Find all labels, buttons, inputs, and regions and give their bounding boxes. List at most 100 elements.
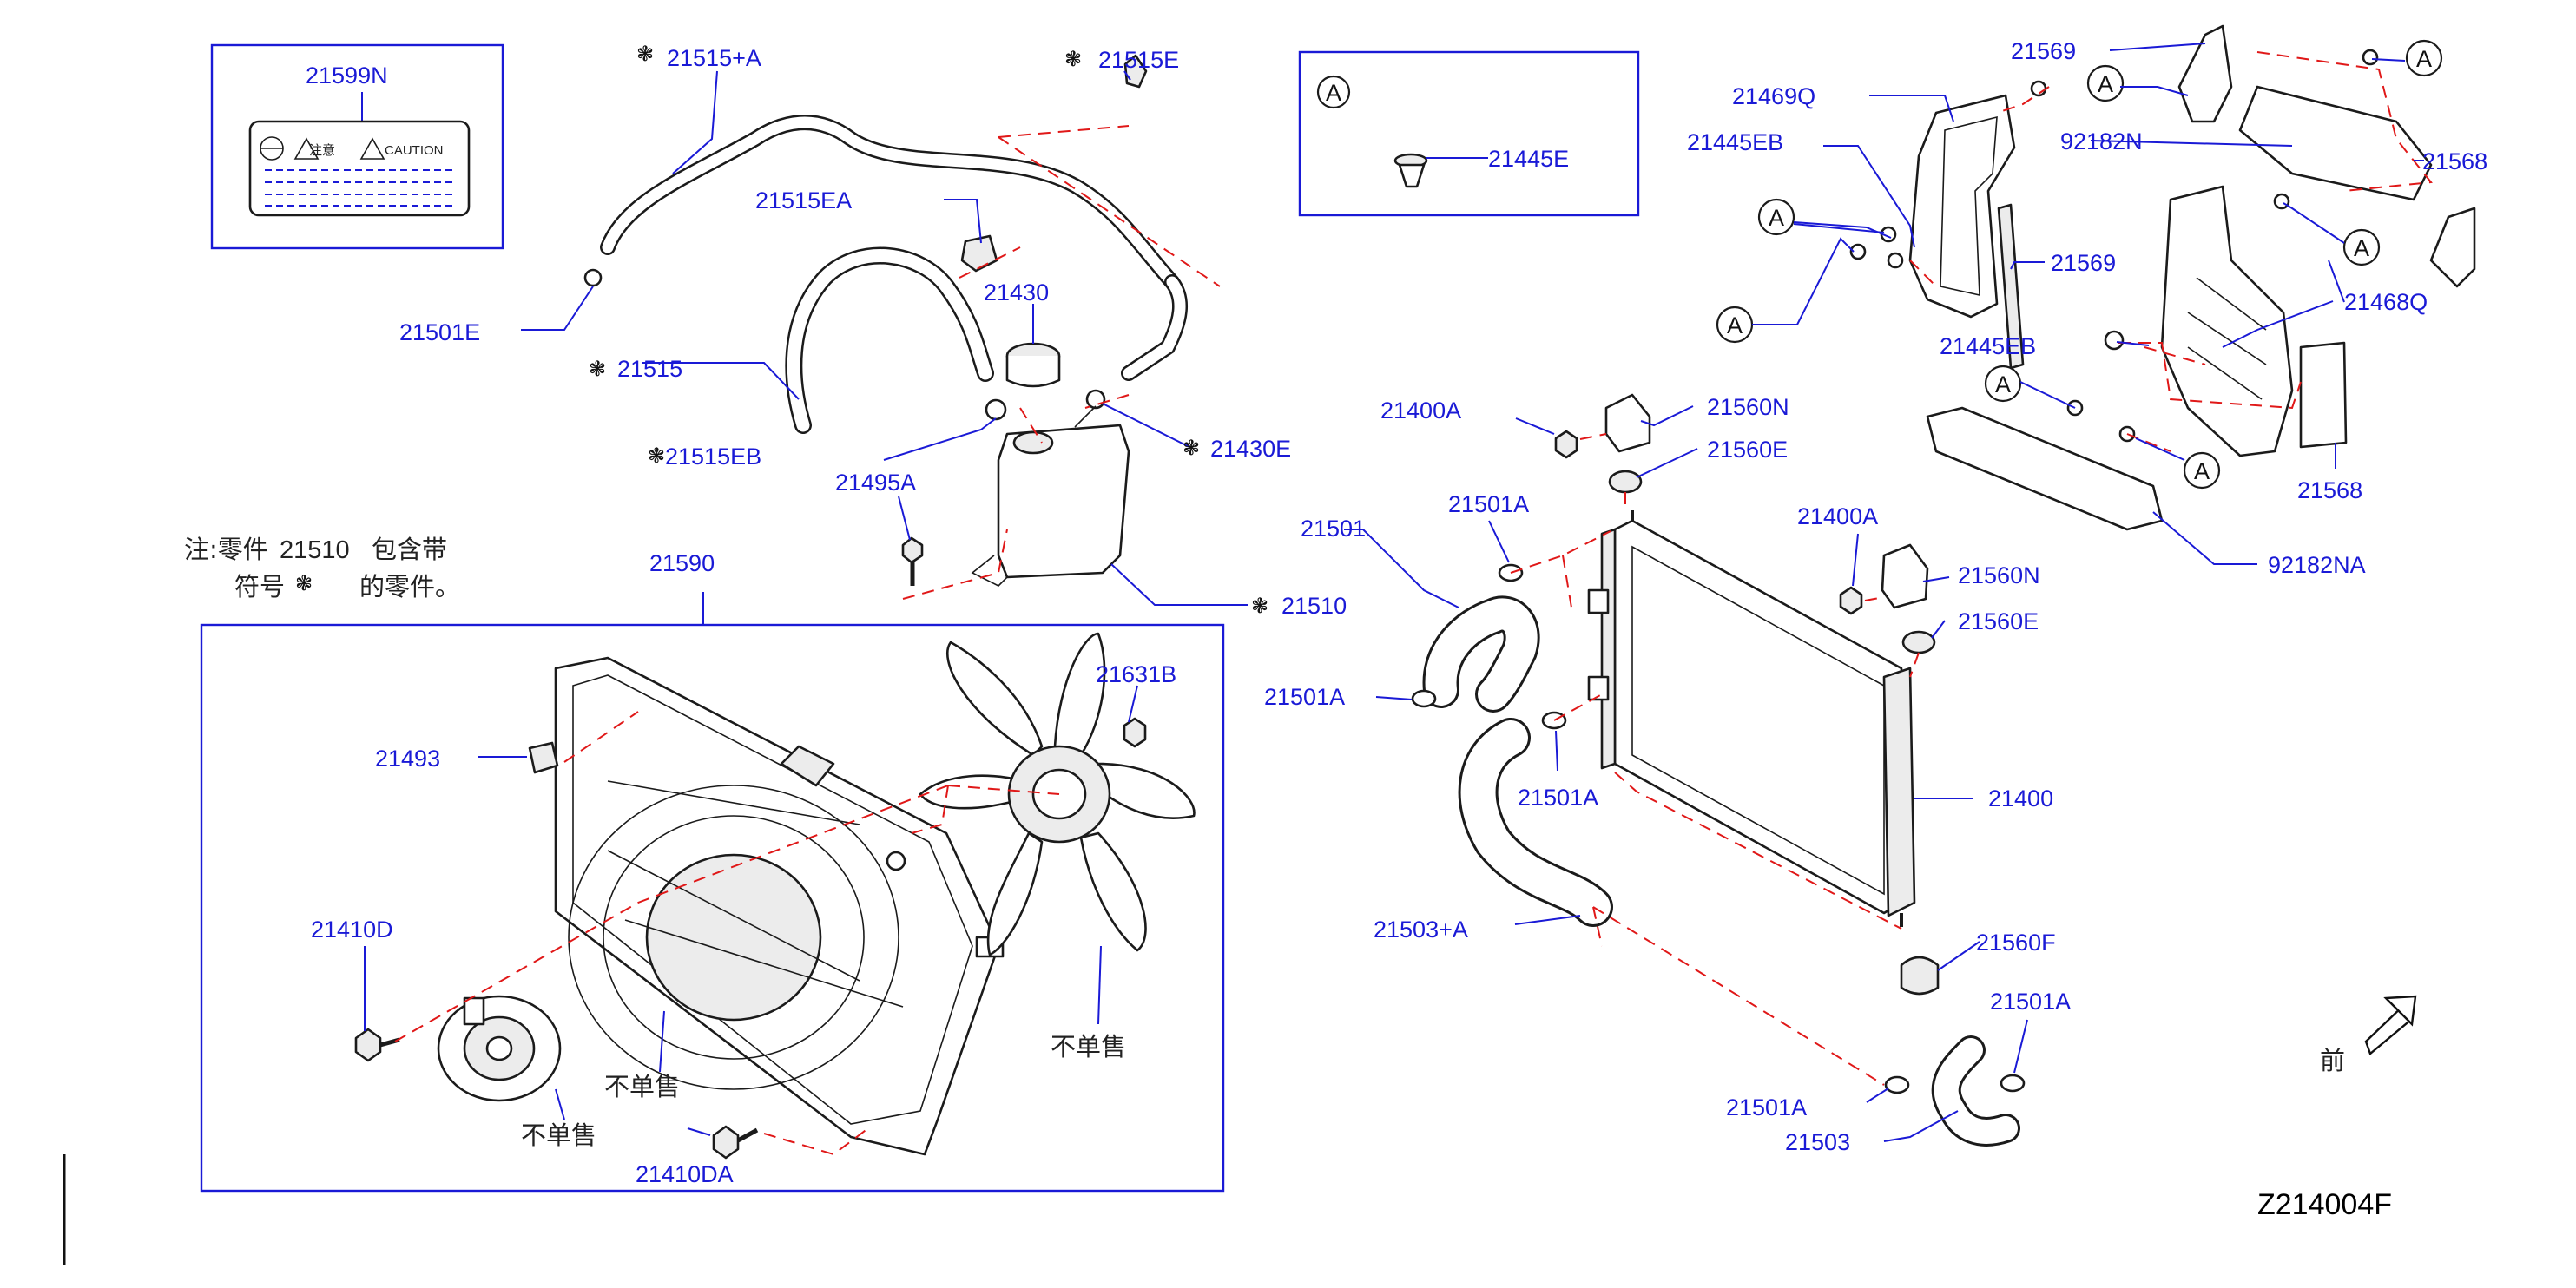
bolt-21400A-2[interactable]: [1839, 586, 1863, 615]
clip-a-2[interactable]: [2362, 49, 2379, 66]
label-21560E-1[interactable]: 21560E: [1707, 437, 1788, 463]
air-guide-21469Q[interactable]: [1908, 94, 2016, 319]
label-21560E-2[interactable]: 21560E: [1958, 608, 2039, 634]
label-21410D[interactable]: 21410D: [311, 917, 393, 943]
bolt-21410D[interactable]: [354, 1028, 382, 1062]
clip-detail-frame: [1298, 50, 1640, 217]
clip-21515EA[interactable]: [960, 234, 998, 273]
label-21560N-2[interactable]: 21560N: [1958, 562, 2040, 588]
label-21515EB[interactable]: 21515EB: [665, 444, 761, 470]
label-21445EB-1[interactable]: 21445EB: [1687, 129, 1783, 155]
clamp-21501E[interactable]: [583, 268, 603, 287]
asterisk-gear-icon: ❃ ❃ ❃ ❃ ❃ ❃ ❃: [295, 42, 1268, 618]
nut-21631B[interactable]: [1123, 717, 1147, 748]
bracket-21560N-1[interactable]: [1604, 393, 1651, 453]
label-21400[interactable]: 21400: [1988, 785, 2053, 812]
label-21599N[interactable]: 21599N: [306, 62, 388, 89]
front-label: 前: [2320, 1046, 2345, 1075]
fan-assembly-frame: [200, 623, 1225, 1193]
label-21515EA[interactable]: 21515EA: [755, 187, 852, 214]
label-21400A-1[interactable]: 21400A: [1380, 398, 1461, 424]
not-sold-label-fan: 不单售: [1051, 1032, 1126, 1061]
guide-92182N[interactable]: [2238, 85, 2433, 201]
warning-triangle-icon-2: [359, 137, 385, 160]
radiator-21400[interactable]: [1587, 510, 1916, 927]
air-guide-21468Q[interactable]: [2160, 185, 2294, 457]
label-21410DA[interactable]: 21410DA: [636, 1161, 734, 1187]
bolt-21400A-1[interactable]: [1554, 430, 1578, 459]
ref-circle-text: A: [2194, 458, 2210, 484]
diagram-id: Z214004F: [2257, 1188, 2392, 1221]
label-92182NA[interactable]: 92182NA: [2268, 552, 2366, 578]
bracket-21560N-2[interactable]: [1881, 543, 1929, 609]
clamp-21430E[interactable]: [1085, 389, 1106, 410]
not-sold-label-motor: 不单售: [521, 1120, 596, 1150]
label-21501[interactable]: 21501: [1301, 516, 1366, 542]
seal-21569-1[interactable]: [2177, 24, 2233, 123]
seal-21569-2[interactable]: [1997, 203, 2025, 370]
bushing-21560E-2[interactable]: [1901, 630, 1936, 654]
label-21501E[interactable]: 21501E: [399, 319, 480, 345]
clamp-21515EB[interactable]: [985, 398, 1007, 421]
warning-triangle-icon: [293, 137, 320, 160]
label-21631B[interactable]: 21631B: [1096, 661, 1176, 687]
clip-21445EB-2[interactable]: [2104, 330, 2125, 351]
seal-21568-2[interactable]: [2299, 341, 2348, 449]
clip-a-6[interactable]: [2273, 193, 2290, 210]
label-21501A-3[interactable]: 21501A: [1518, 785, 1598, 811]
caution-jp-text: 注意: [309, 142, 335, 158]
svg-text:❃: ❃: [589, 357, 606, 381]
label-21501A-4[interactable]: 21501A: [1990, 989, 2071, 1015]
clip-a-4[interactable]: [1849, 243, 1867, 260]
label-21493[interactable]: 21493: [375, 746, 440, 772]
clamp-21501A-5[interactable]: [2000, 1074, 2026, 1093]
label-21501A-1[interactable]: 21501A: [1448, 491, 1529, 517]
note-suffix: 包含带: [372, 535, 447, 564]
note-line2-prefix: 符号: [234, 572, 285, 601]
label-21503[interactable]: 21503: [1785, 1129, 1850, 1155]
clamp-21501A-4[interactable]: [1884, 1075, 1910, 1094]
label-21590[interactable]: 21590: [649, 550, 715, 576]
guide-92182NA[interactable]: [1926, 406, 2164, 531]
label-21468Q[interactable]: 21468Q: [2344, 289, 2428, 315]
label-21495A[interactable]: 21495A: [835, 470, 916, 496]
label-21510[interactable]: 21510: [1281, 593, 1347, 619]
clip-a-1[interactable]: [2030, 80, 2047, 97]
bolt-21410DA[interactable]: [712, 1125, 740, 1160]
label-21430[interactable]: 21430: [984, 279, 1049, 306]
label-21501A-5[interactable]: 21501A: [1726, 1094, 1807, 1120]
label-92182N[interactable]: 92182N: [2060, 128, 2143, 154]
label-21430E[interactable]: 21430E: [1210, 436, 1291, 462]
label-21501A-2[interactable]: 21501A: [1264, 684, 1345, 710]
label-21469Q[interactable]: 21469Q: [1732, 83, 1815, 109]
label-21445E[interactable]: 21445E: [1488, 146, 1569, 172]
label-21560N-1[interactable]: 21560N: [1707, 394, 1789, 420]
svg-text:❃: ❃: [295, 571, 313, 595]
ref-circle-text: A: [2354, 235, 2369, 261]
label-21569-1[interactable]: 21569: [2011, 38, 2076, 64]
front-direction-arrow-icon: [2364, 995, 2417, 1056]
svg-text:❃: ❃: [636, 42, 654, 66]
caution-label-box: 21599N 注意 CAUTION: [210, 43, 504, 250]
leader-lines: [364, 43, 2424, 1142]
seal-21568-1[interactable]: [2429, 207, 2476, 288]
label-21515A[interactable]: 21515+A: [667, 45, 761, 71]
fan-shroud-21590[interactable]: [554, 656, 1005, 1156]
label-21515E[interactable]: 21515E: [1098, 47, 1179, 73]
label-21400A-2[interactable]: 21400A: [1797, 503, 1878, 529]
label-21569-2[interactable]: 21569: [2051, 250, 2116, 276]
clip-21445E[interactable]: [1393, 153, 1428, 188]
label-21568-2[interactable]: 21568: [2297, 477, 2362, 503]
mount-21560F[interactable]: [1900, 956, 1940, 996]
fan-motor[interactable]: [437, 995, 562, 1102]
label-21568-1[interactable]: 21568: [2422, 148, 2487, 174]
bushing-21560E-1[interactable]: [1608, 470, 1643, 494]
label-21445EB-2[interactable]: 21445EB: [1940, 333, 2036, 359]
bolt-21495A[interactable]: [901, 536, 924, 564]
clamp-21501A-2[interactable]: [1411, 689, 1437, 708]
label-21515[interactable]: 21515: [617, 356, 682, 382]
label-21560F[interactable]: 21560F: [1976, 930, 2056, 956]
connector-21493[interactable]: [528, 741, 559, 774]
clip-a-5[interactable]: [1887, 252, 1904, 269]
label-21503A[interactable]: 21503+A: [1374, 917, 1468, 943]
